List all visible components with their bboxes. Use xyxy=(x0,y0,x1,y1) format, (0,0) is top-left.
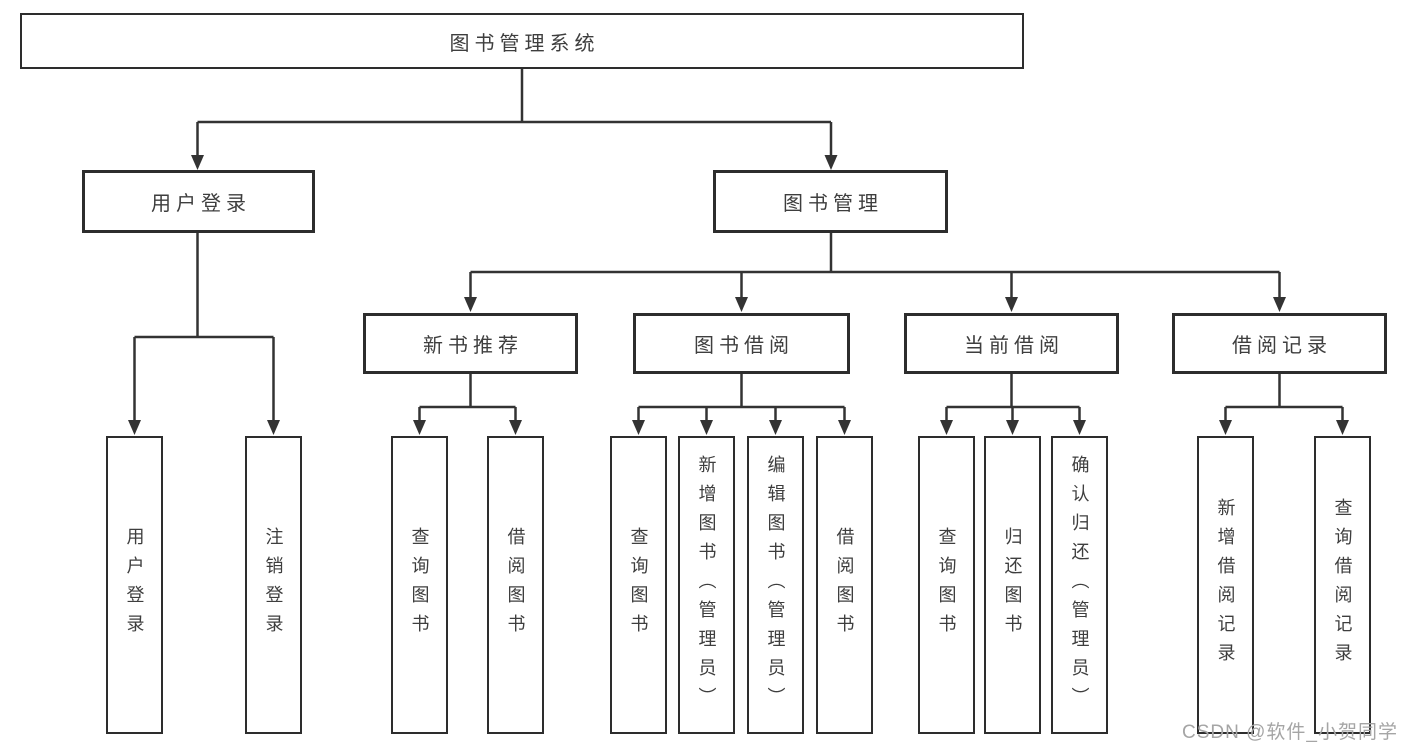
leaf-return-book: 归还图书 xyxy=(984,436,1041,734)
leaf-query-book-current: 查询图书 xyxy=(918,436,975,734)
leaf-confirm-return-admin: 确认归还（管理员） xyxy=(1051,436,1108,734)
leaf-add-borrow-record-label: 新增借阅记录 xyxy=(1215,498,1236,672)
node-library-system-label: 图书管理系统 xyxy=(449,32,600,55)
node-user-login: 用户登录 xyxy=(82,170,315,233)
leaf-user-login-label: 用户登录 xyxy=(124,527,145,643)
node-borrow-records-label: 借阅记录 xyxy=(1232,335,1332,357)
leaf-edit-book-admin-label: 编辑图书（管理员） xyxy=(765,454,786,716)
leaf-add-book-admin-label: 新增图书（管理员） xyxy=(696,454,717,716)
leaf-query-book-borrow-label: 查询图书 xyxy=(628,527,649,643)
leaf-edit-book-admin: 编辑图书（管理员） xyxy=(747,436,804,734)
leaf-query-book-borrow: 查询图书 xyxy=(610,436,667,734)
node-book-management-label: 图书管理 xyxy=(783,193,883,215)
leaf-user-login: 用户登录 xyxy=(106,436,163,734)
node-book-borrow: 图书借阅 xyxy=(633,313,850,374)
leaf-borrow-book-label: 借阅图书 xyxy=(834,527,855,643)
node-new-book-recommend: 新书推荐 xyxy=(363,313,578,374)
node-library-system: 图书管理系统 xyxy=(20,13,1024,69)
leaf-query-borrow-record-label: 查询借阅记录 xyxy=(1332,498,1353,672)
node-book-borrow-label: 图书借阅 xyxy=(694,335,794,357)
leaf-query-book-recommend-label: 查询图书 xyxy=(409,527,430,643)
leaf-logout-label: 注销登录 xyxy=(263,527,284,643)
leaf-return-book-label: 归还图书 xyxy=(1002,527,1023,643)
leaf-borrow-book-recommend-label: 借阅图书 xyxy=(505,527,526,643)
csdn-watermark: CSDN @软件_小贺同学 xyxy=(1182,722,1398,743)
node-borrow-records: 借阅记录 xyxy=(1172,313,1387,374)
node-book-management: 图书管理 xyxy=(713,170,948,233)
leaf-add-borrow-record: 新增借阅记录 xyxy=(1197,436,1254,734)
leaf-query-book-current-label: 查询图书 xyxy=(936,527,957,643)
leaf-borrow-book: 借阅图书 xyxy=(816,436,873,734)
leaf-borrow-book-recommend: 借阅图书 xyxy=(487,436,544,734)
node-new-book-recommend-label: 新书推荐 xyxy=(423,335,523,357)
leaf-query-borrow-record: 查询借阅记录 xyxy=(1314,436,1371,734)
leaf-query-book-recommend: 查询图书 xyxy=(391,436,448,734)
leaf-confirm-return-admin-label: 确认归还（管理员） xyxy=(1069,454,1090,716)
node-current-borrow-label: 当前借阅 xyxy=(964,335,1064,357)
node-user-login-label: 用户登录 xyxy=(151,193,251,215)
node-current-borrow: 当前借阅 xyxy=(904,313,1119,374)
leaf-logout: 注销登录 xyxy=(245,436,302,734)
leaf-add-book-admin: 新增图书（管理员） xyxy=(678,436,735,734)
